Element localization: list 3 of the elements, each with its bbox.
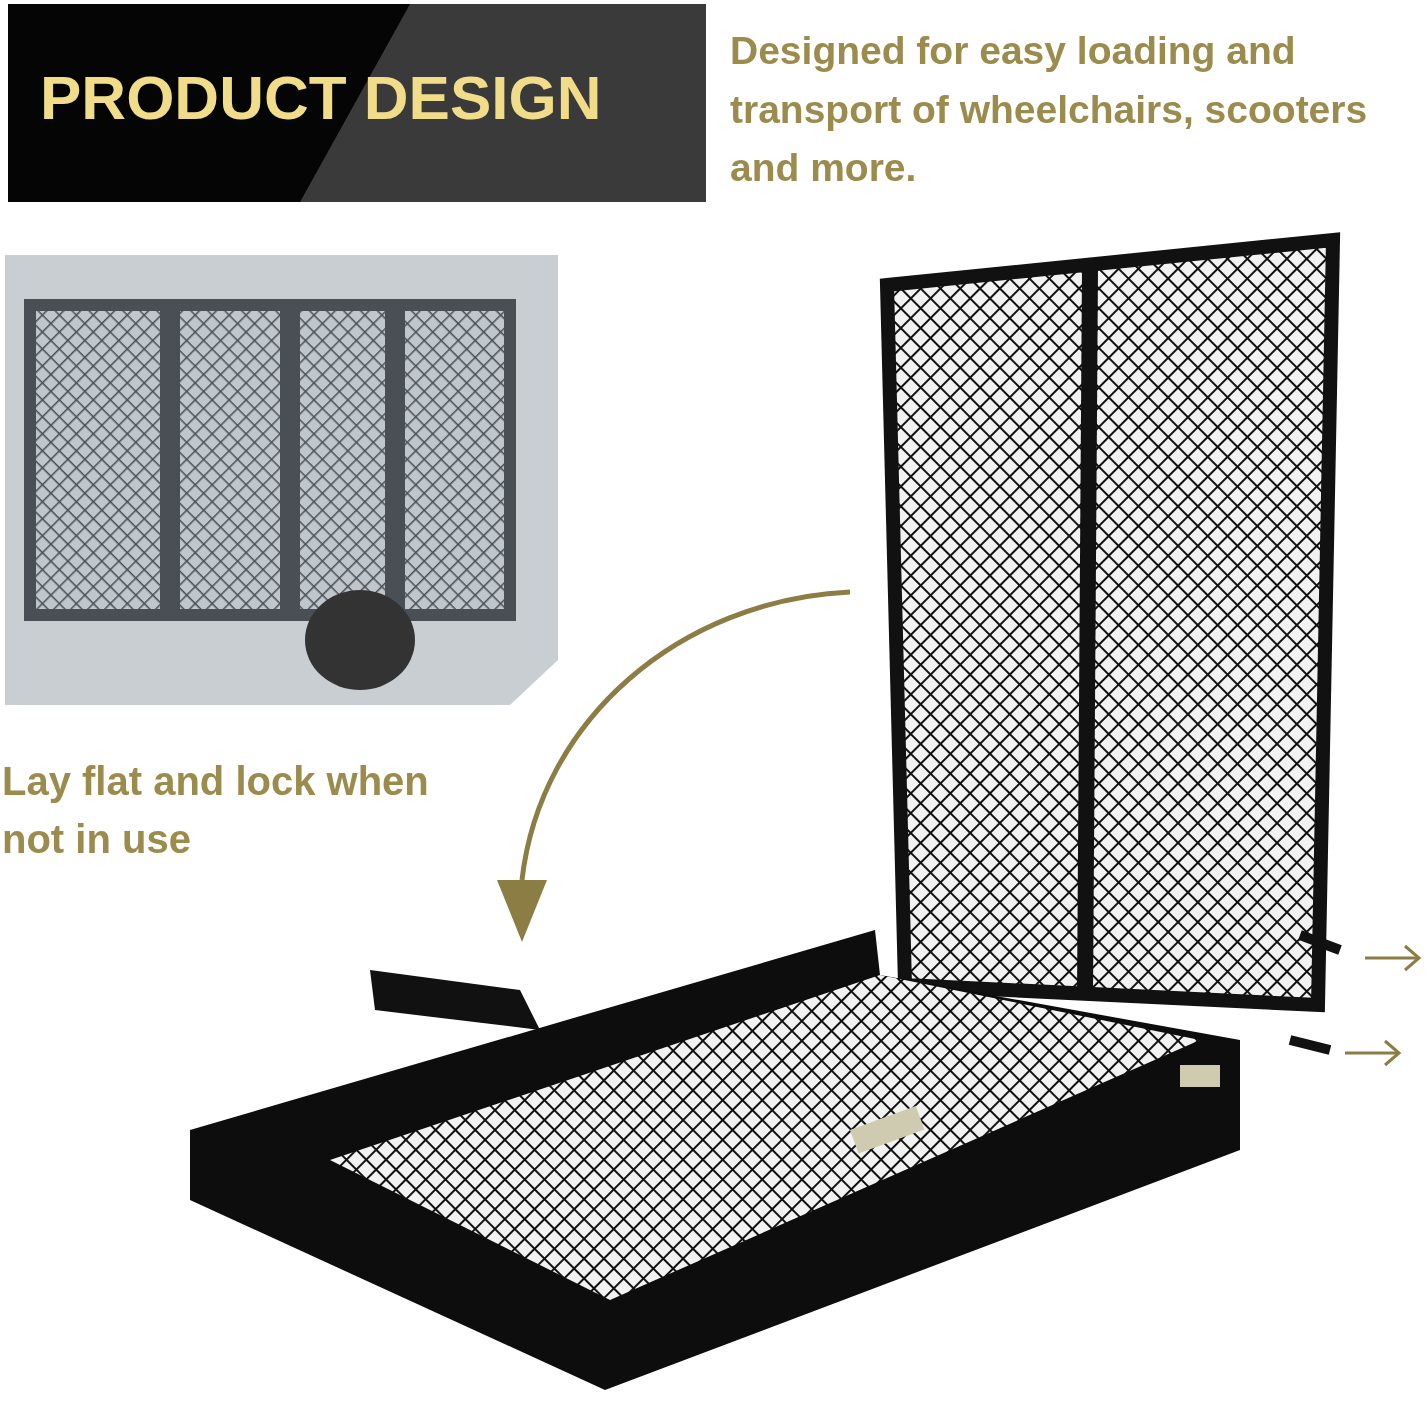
caption-text: Lay flat and lock when not in use	[2, 758, 430, 863]
caption-text: Designed for easy loading and transport of wheelchairs, scooters and more.	[730, 28, 1369, 191]
title: PRODUCT DESIGN	[40, 62, 602, 133]
